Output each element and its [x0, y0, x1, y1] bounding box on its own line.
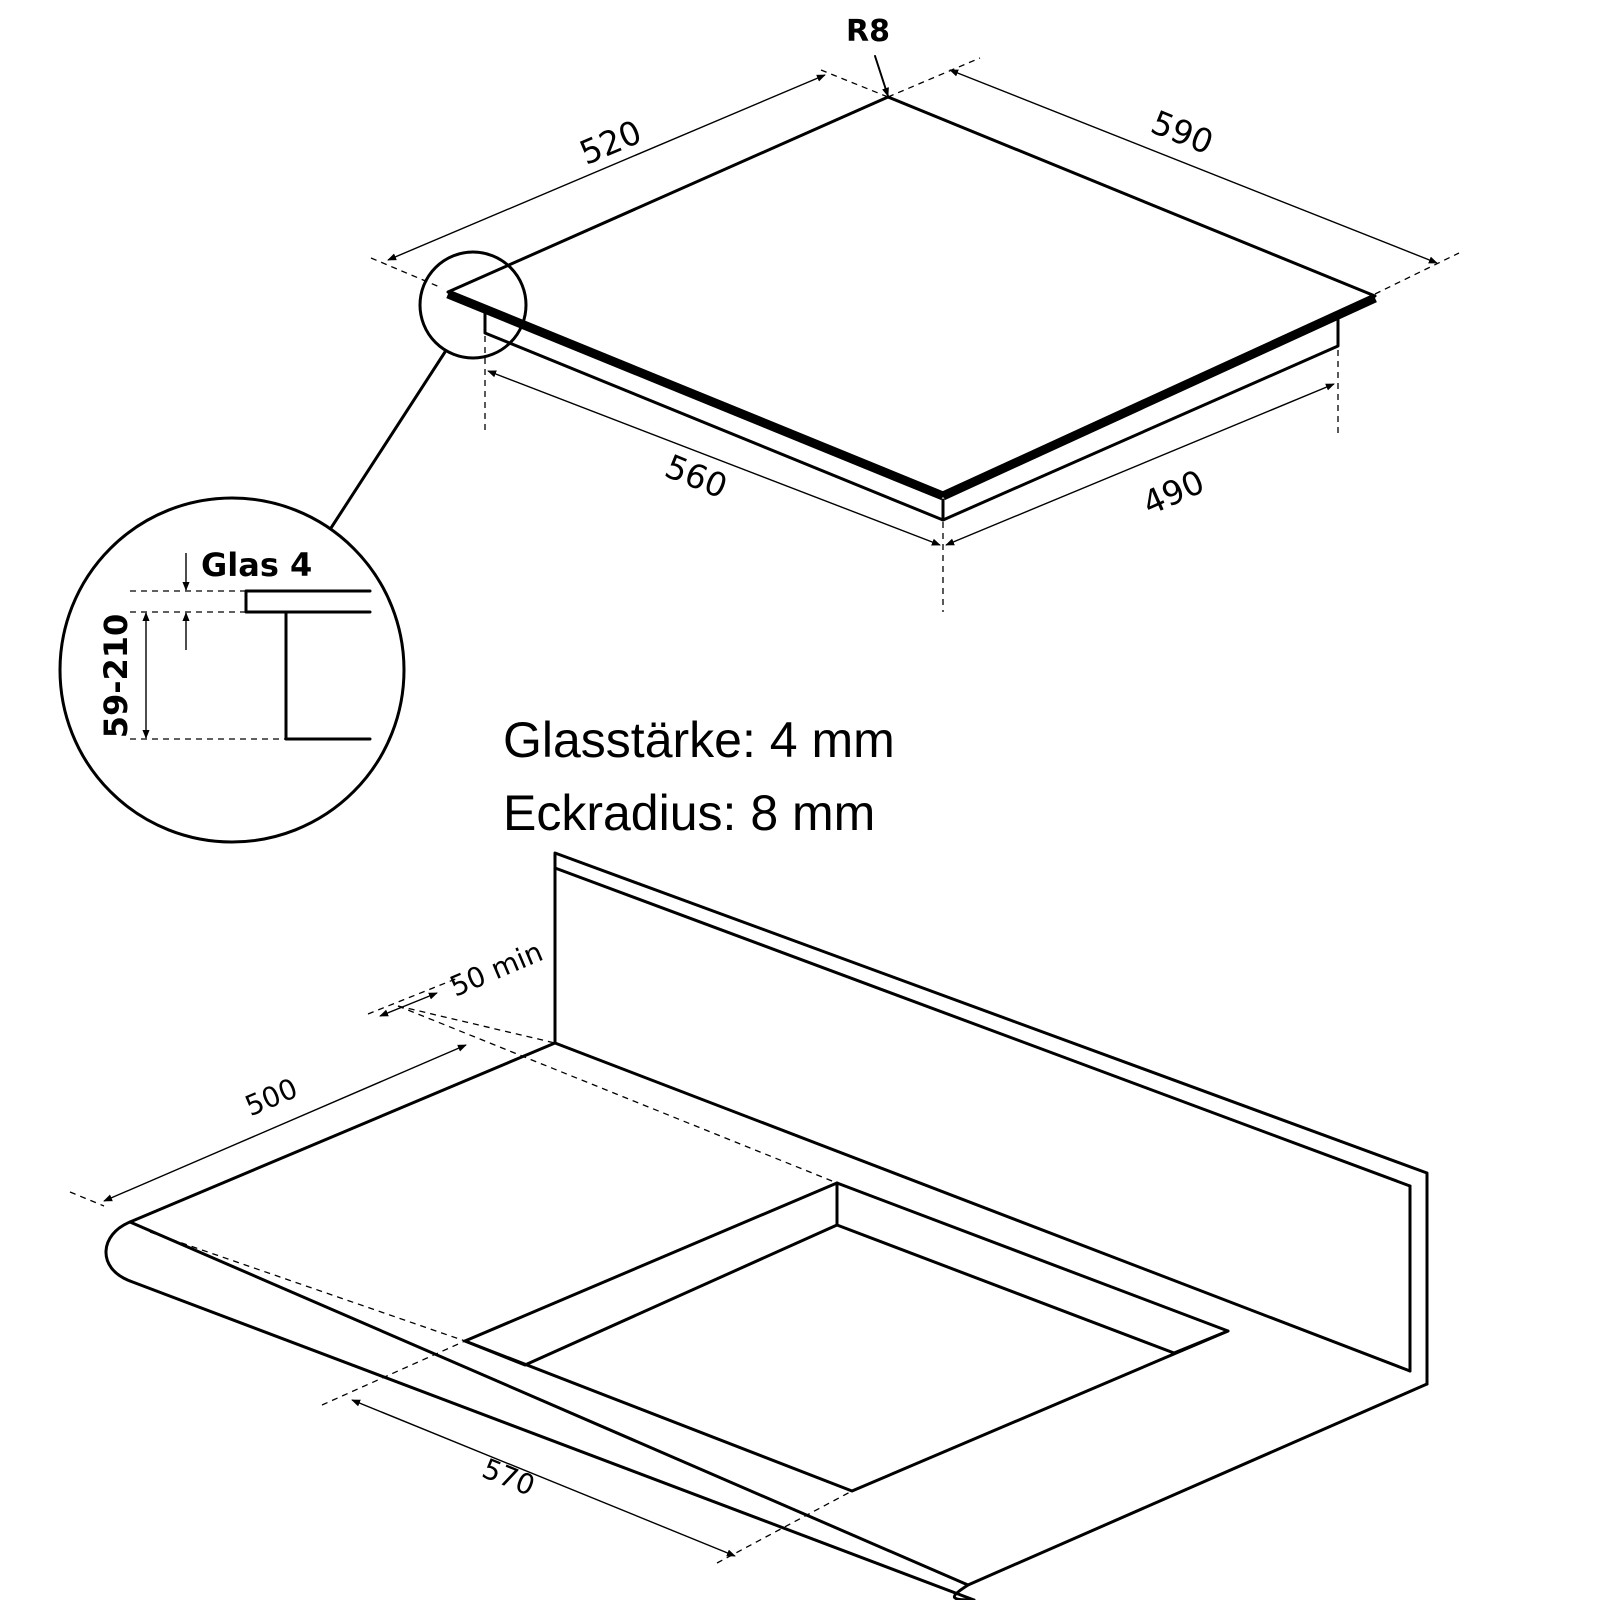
worktop-left-edge	[128, 1041, 557, 1224]
ext-line	[397, 1005, 838, 1184]
detail-callout-circle	[418, 250, 528, 360]
ext-line	[367, 977, 459, 1015]
cutout-inner-back	[835, 1181, 1176, 1355]
note-corner-radius: Eckradius: 8 mm	[503, 785, 875, 841]
worktop-front-bottom-edge	[128, 1279, 976, 1600]
countertop-drawing: 50 min 500 570	[69, 851, 1429, 1600]
r8-leader	[874, 55, 889, 97]
hob-glass-front-edge-right	[941, 293, 1377, 501]
dim-line-500	[103, 1044, 467, 1202]
dim-line-520	[387, 74, 826, 261]
dim-label-570: 570	[478, 1452, 540, 1503]
ext-line	[397, 1005, 556, 1044]
ext-line	[820, 69, 889, 98]
ext-line	[321, 1340, 466, 1406]
dim-line-590	[949, 69, 1438, 264]
dim-label-height: 59-210	[97, 614, 135, 739]
dim-label-560: 560	[660, 446, 733, 506]
worktop-right-edge	[966, 1382, 1429, 1587]
worktop-front-roundover-left	[104, 1220, 132, 1283]
hob-drawing: R8 520 590 560 490	[329, 14, 1460, 612]
ext-line	[370, 257, 443, 289]
detail-view: Glas 4 59-210	[58, 496, 406, 844]
dim-label-590: 590	[1146, 102, 1219, 162]
detail-circle	[58, 496, 406, 844]
dim-line-50min	[379, 992, 438, 1017]
dim-line-490	[945, 383, 1335, 546]
ext-line	[69, 1191, 105, 1207]
dim-label-490: 490	[1137, 462, 1210, 523]
worktop-front-top-edge	[128, 1220, 970, 1587]
backsplash-foot	[553, 1041, 1412, 1373]
dim-line-570	[351, 1399, 736, 1557]
ext-line	[1374, 252, 1460, 295]
dim-label-520: 520	[574, 112, 647, 173]
backsplash-outline	[553, 851, 1429, 1386]
ext-line	[149, 1231, 466, 1342]
dim-label-500: 500	[240, 1072, 302, 1123]
cutout-inner-right	[1172, 1329, 1230, 1355]
ext-line	[716, 1490, 853, 1564]
ext-line	[887, 57, 981, 98]
dim-label-50min: 50 min	[445, 935, 547, 1003]
r8-label: R8	[846, 14, 890, 49]
note-glass-thickness: Glasstärke: 4 mm	[503, 712, 895, 768]
glass-profile	[244, 589, 372, 614]
body-profile	[284, 610, 372, 741]
cutout-inner-left	[463, 1223, 839, 1367]
detail-leader	[329, 350, 447, 530]
glass-label: Glas 4	[201, 546, 312, 584]
dim-line-560	[487, 370, 941, 546]
backsplash-top-inner	[553, 866, 1412, 1188]
